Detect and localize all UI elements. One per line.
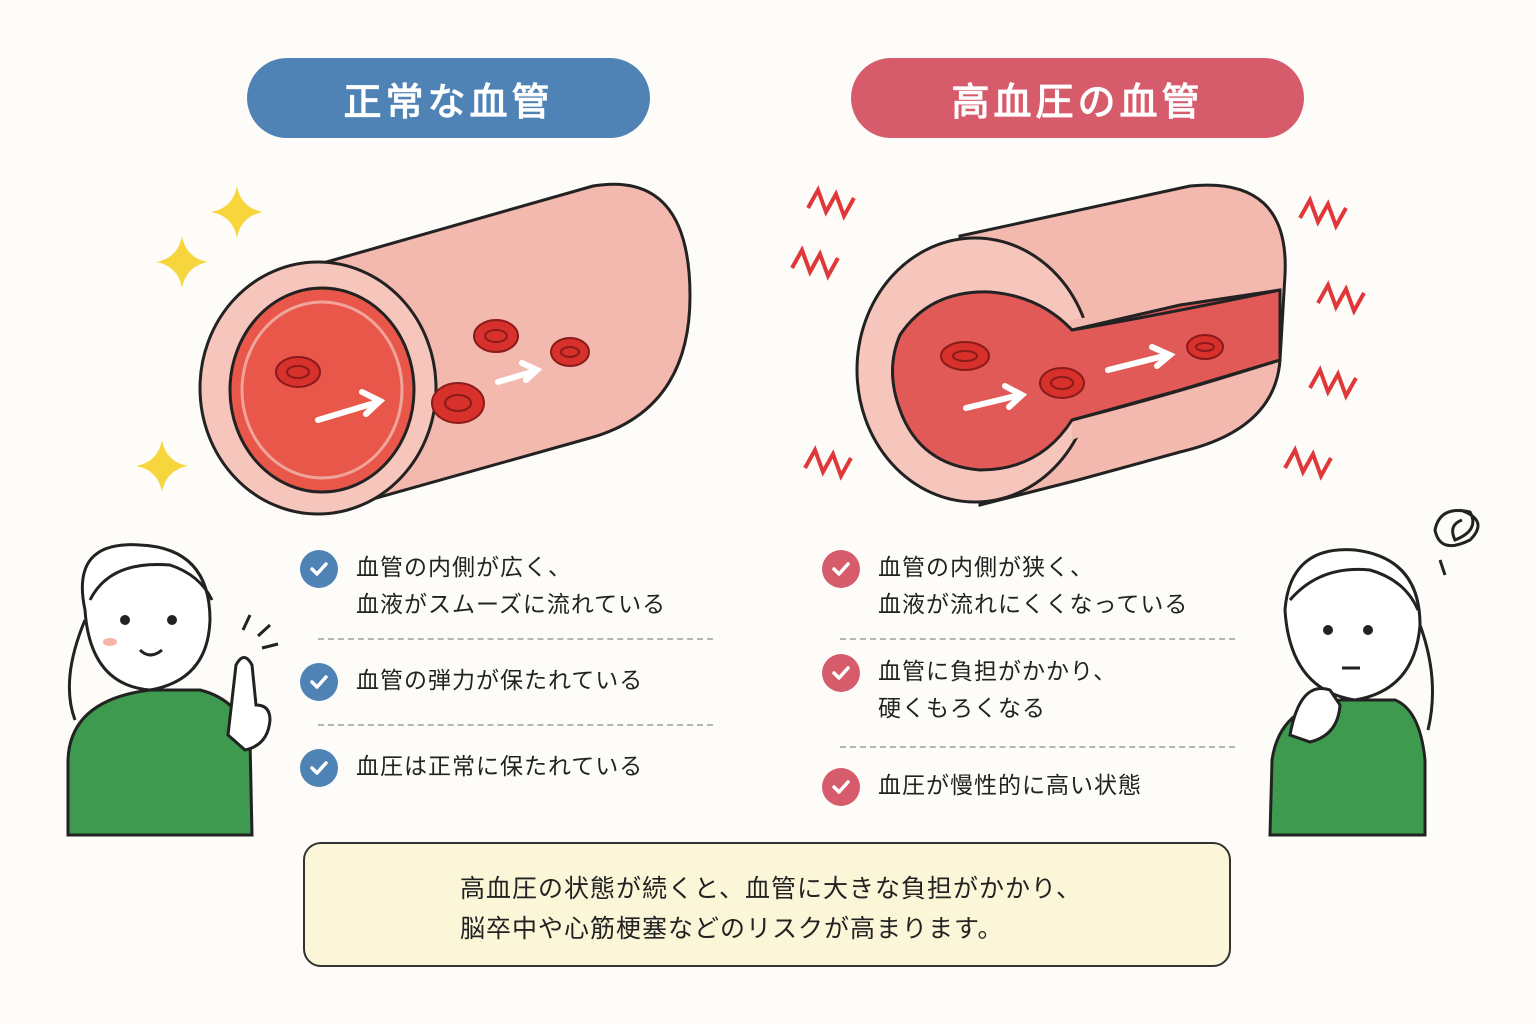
risk-note-box: 高血圧の状態が続くと、血管に大きな負担がかかり、 脳卒中や心筋梗塞などのリスクが… bbox=[303, 842, 1231, 967]
normal-vessel-points: 血管の内側が広く、 血液がスムーズに流れている 血管の弾力が保たれている 血圧は… bbox=[300, 550, 720, 787]
point-text: 血液が流れにくくなっている bbox=[878, 592, 1189, 618]
person-thinking bbox=[1268, 508, 1480, 837]
check-icon bbox=[822, 768, 860, 806]
list-item: 血管の内側が広く、 血液がスムーズに流れている bbox=[300, 550, 720, 624]
point-text: 血圧は正常に保たれている bbox=[356, 754, 644, 780]
risk-note-line: 脳卒中や心筋梗塞などのリスクが高まります。 bbox=[460, 914, 1004, 943]
list-item: 血圧が慢性的に高い状態 bbox=[822, 768, 1232, 806]
normal-vessel-heading: 正常な血管 bbox=[247, 58, 650, 138]
point-text: 血管の内側が広く、 bbox=[356, 555, 572, 581]
blood-cell bbox=[1039, 367, 1085, 399]
check-icon bbox=[822, 654, 860, 692]
point-text: 血圧が慢性的に高い状態 bbox=[878, 773, 1142, 799]
divider bbox=[318, 724, 713, 726]
risk-note-text: 高血圧の状態が続くと、血管に大きな負担がかかり、 脳卒中や心筋梗塞などのリスクが… bbox=[460, 869, 1082, 949]
person-pointing bbox=[66, 543, 279, 837]
check-icon bbox=[300, 749, 338, 787]
hypertension-vessel-heading: 高血圧の血管 bbox=[851, 58, 1304, 138]
blood-cell bbox=[1186, 334, 1224, 360]
list-item: 血管に負担がかかり、 硬くもろくなる bbox=[822, 654, 1232, 728]
check-icon bbox=[300, 663, 338, 701]
point-text: 血液がスムーズに流れている bbox=[356, 592, 667, 618]
risk-note-line: 高血圧の状態が続くと、血管に大きな負担がかかり、 bbox=[460, 874, 1083, 903]
normal-vessel-title: 正常な血管 bbox=[343, 79, 554, 124]
normal-vessel-illustration bbox=[198, 182, 692, 516]
check-icon bbox=[300, 550, 338, 588]
hypertension-vessel-points: 血管の内側が狭く、 血液が流れにくくなっている 血管に負担がかかり、 硬くもろく… bbox=[822, 550, 1235, 806]
dizzy-swirl-icon bbox=[1433, 508, 1480, 576]
point-text: 硬くもろくなる bbox=[878, 696, 1046, 722]
point-text: 血管の弾力が保たれている bbox=[356, 668, 644, 694]
blood-cell bbox=[275, 356, 321, 388]
point-text: 血管の内側が狭く、 bbox=[878, 555, 1094, 581]
list-item: 血管の弾力が保たれている bbox=[300, 663, 720, 701]
point-text: 血管に負担がかかり、 bbox=[878, 659, 1118, 685]
blood-cell bbox=[940, 341, 990, 371]
hypertension-vessel-illustration bbox=[855, 183, 1287, 507]
list-item: 血管の内側が狭く、 血液が流れにくくなっている bbox=[822, 550, 1232, 624]
hypertension-vessel-title: 高血圧の血管 bbox=[951, 79, 1204, 124]
blood-cell bbox=[431, 382, 485, 424]
arrow-icon bbox=[963, 344, 1176, 411]
blood-cell bbox=[473, 319, 519, 353]
divider bbox=[840, 638, 1235, 640]
blood-cell bbox=[550, 337, 590, 367]
list-item: 血圧は正常に保たれている bbox=[300, 749, 720, 787]
check-icon bbox=[822, 550, 860, 588]
divider bbox=[840, 746, 1235, 748]
arrow-icon bbox=[315, 360, 543, 423]
divider bbox=[318, 638, 713, 640]
